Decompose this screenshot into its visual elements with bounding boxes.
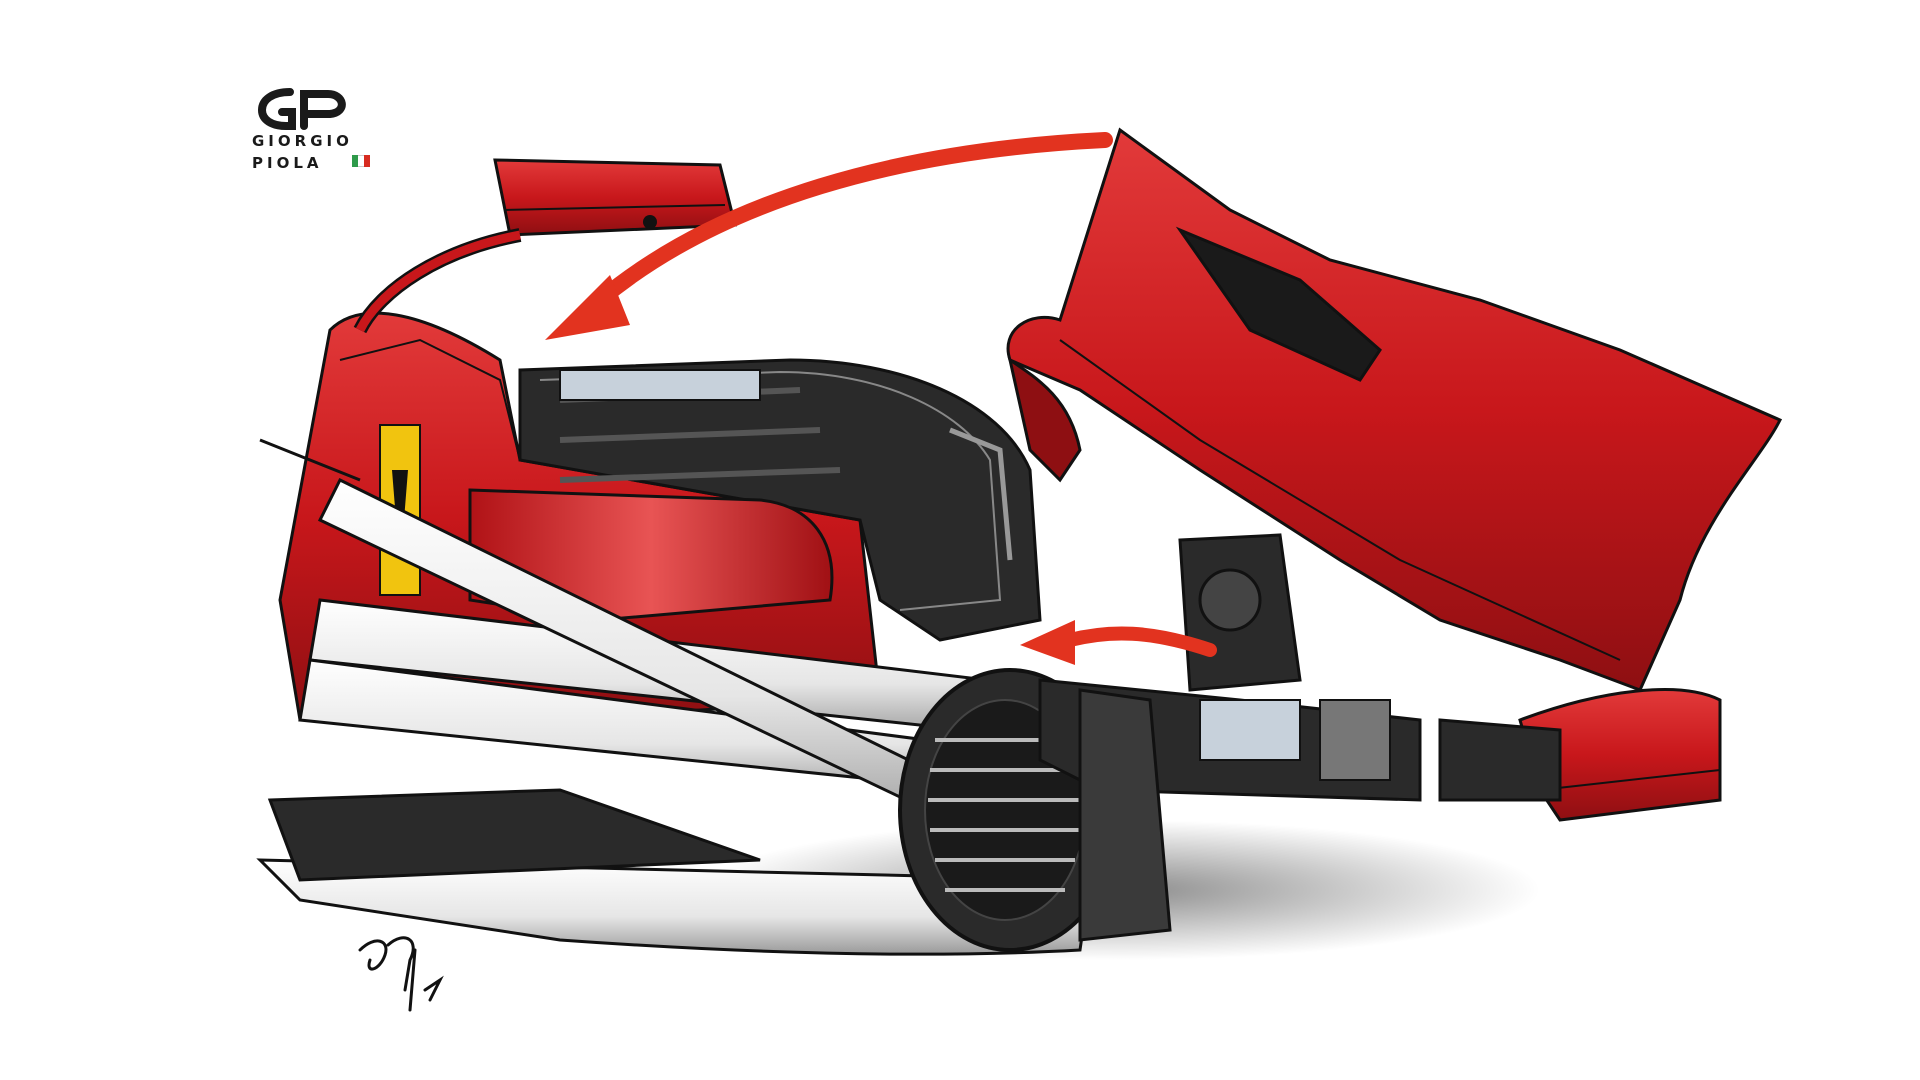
nose-cone-element xyxy=(1006,127,1783,692)
front-wing-endplate xyxy=(1438,688,1722,822)
annotation-arrows xyxy=(545,132,1217,665)
logo-name-first: GIORGIO xyxy=(252,132,353,150)
wheel-shroud xyxy=(1078,688,1172,942)
italian-flag-icon xyxy=(352,155,370,167)
bargeboard-assembly xyxy=(518,358,1042,642)
artist-signature xyxy=(358,936,444,1012)
floor-edge xyxy=(256,858,1092,956)
arrow-lower xyxy=(1063,626,1217,657)
arrow-lower-head xyxy=(1020,620,1075,665)
arrow-upper-head xyxy=(545,275,630,340)
suspension-arms xyxy=(259,438,1082,842)
logo-name-last: PIOLA xyxy=(252,154,323,172)
arrow-upper xyxy=(592,132,1113,308)
floor-underside xyxy=(267,788,761,882)
giorgio-piola-logo: GIORGIO PIOLA xyxy=(252,82,382,182)
gp-monogram-icon xyxy=(257,88,346,130)
